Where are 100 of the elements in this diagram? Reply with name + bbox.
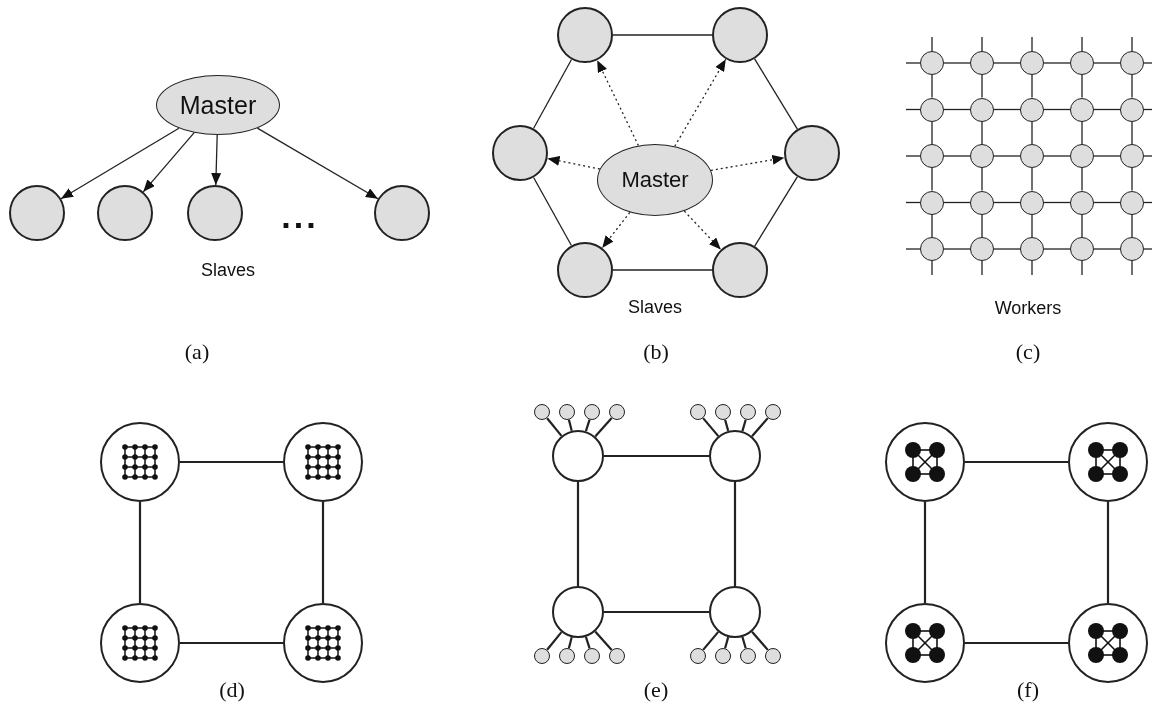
connector-line <box>546 417 563 437</box>
connector-line <box>594 417 613 438</box>
connector-line <box>532 58 573 130</box>
worker-circle <box>1020 237 1044 261</box>
leaf-circle <box>715 404 731 420</box>
slave-circle <box>784 125 840 181</box>
leaf-circle <box>559 648 575 664</box>
connector-line <box>546 631 563 651</box>
worker-circle <box>920 97 944 122</box>
connector-line <box>604 454 709 458</box>
worker-circle <box>920 237 944 261</box>
node-label: Master <box>621 167 689 193</box>
connector-line <box>981 213 983 238</box>
worker-circle <box>1070 190 1094 215</box>
slave-circle <box>187 185 243 241</box>
worker-circle <box>1070 237 1094 261</box>
connector-line <box>993 108 1021 111</box>
connector-line <box>1043 155 1071 157</box>
connector-line <box>981 260 983 276</box>
connector-line <box>741 419 747 432</box>
connector-line <box>931 74 933 99</box>
worker-circle <box>920 144 944 168</box>
worker-circle <box>1020 51 1044 75</box>
leaf-circle <box>765 404 781 420</box>
connector-line <box>1093 248 1121 250</box>
connector-line <box>1031 213 1033 238</box>
connector-line <box>943 62 971 64</box>
hub-circle <box>709 430 761 482</box>
slave-circle <box>492 125 548 181</box>
connector-line <box>1043 201 1071 204</box>
worker-circle <box>1020 144 1044 168</box>
connector-line <box>724 419 730 432</box>
arrow <box>710 154 786 172</box>
connector-line <box>741 636 747 649</box>
connector-line <box>1093 155 1121 157</box>
connector-line <box>1131 36 1133 52</box>
arrow <box>683 210 722 251</box>
panel-label: (e) <box>643 677 669 703</box>
connector-line <box>1093 62 1121 64</box>
worker-circle <box>920 190 944 215</box>
worker-circle <box>1020 97 1044 122</box>
connector-line <box>905 155 921 157</box>
connector-line <box>1043 108 1071 111</box>
leaf-circle <box>534 404 550 420</box>
panel-label: (b) <box>643 339 669 365</box>
leaf-circle <box>584 404 600 420</box>
panel-label: (f) <box>1017 677 1039 703</box>
connector-line <box>594 630 613 651</box>
slave-circle <box>557 242 613 298</box>
connector-line <box>532 176 573 247</box>
connector-line <box>1081 167 1083 192</box>
connector-line <box>981 74 983 99</box>
slave-circle <box>9 185 65 241</box>
connector-line <box>943 108 971 111</box>
connector-line <box>993 201 1021 204</box>
worker-circle <box>970 51 994 75</box>
connector-line <box>1081 120 1083 145</box>
connector-line <box>612 269 713 271</box>
worker-circle <box>1120 51 1144 75</box>
worker-circle <box>1120 144 1144 168</box>
connector-line <box>1143 62 1152 64</box>
slave-circle <box>712 7 768 63</box>
leaf-circle <box>765 648 781 664</box>
slave-circle <box>374 185 430 241</box>
slave-circle <box>557 7 613 63</box>
connector-line <box>981 120 983 145</box>
connector-line <box>931 36 933 52</box>
leaf-circle <box>609 648 625 664</box>
connector-line <box>1131 74 1133 99</box>
connector-line <box>567 419 573 432</box>
connector-line <box>923 502 927 603</box>
connector-line <box>993 248 1021 250</box>
connector-line <box>1081 213 1083 238</box>
connector-line <box>1131 260 1133 276</box>
hub-circle <box>552 430 604 482</box>
connector-line <box>1081 36 1083 52</box>
connector-line <box>993 155 1021 157</box>
connector-line <box>751 630 769 651</box>
connector-line <box>702 631 720 651</box>
connector-line <box>180 460 283 464</box>
leaf-circle <box>609 404 625 420</box>
worker-circle <box>1070 51 1094 75</box>
arrow <box>674 58 727 147</box>
connector-line <box>905 248 921 250</box>
connector-line <box>321 502 325 603</box>
leaf-circle <box>559 404 575 420</box>
leaf-circle <box>740 404 756 420</box>
worker-circle <box>1070 144 1094 168</box>
connector-line <box>993 62 1021 64</box>
connector-line <box>965 641 1068 645</box>
connector-line <box>138 502 142 603</box>
group-label: Workers <box>994 297 1062 319</box>
worker-circle <box>970 144 994 168</box>
node-label: Master <box>179 90 257 120</box>
arrow <box>211 134 222 186</box>
worker-circle <box>920 51 944 75</box>
arrow <box>142 132 195 193</box>
connector-line <box>931 167 933 192</box>
worker-circle <box>970 237 994 261</box>
connector-line <box>1031 36 1033 52</box>
